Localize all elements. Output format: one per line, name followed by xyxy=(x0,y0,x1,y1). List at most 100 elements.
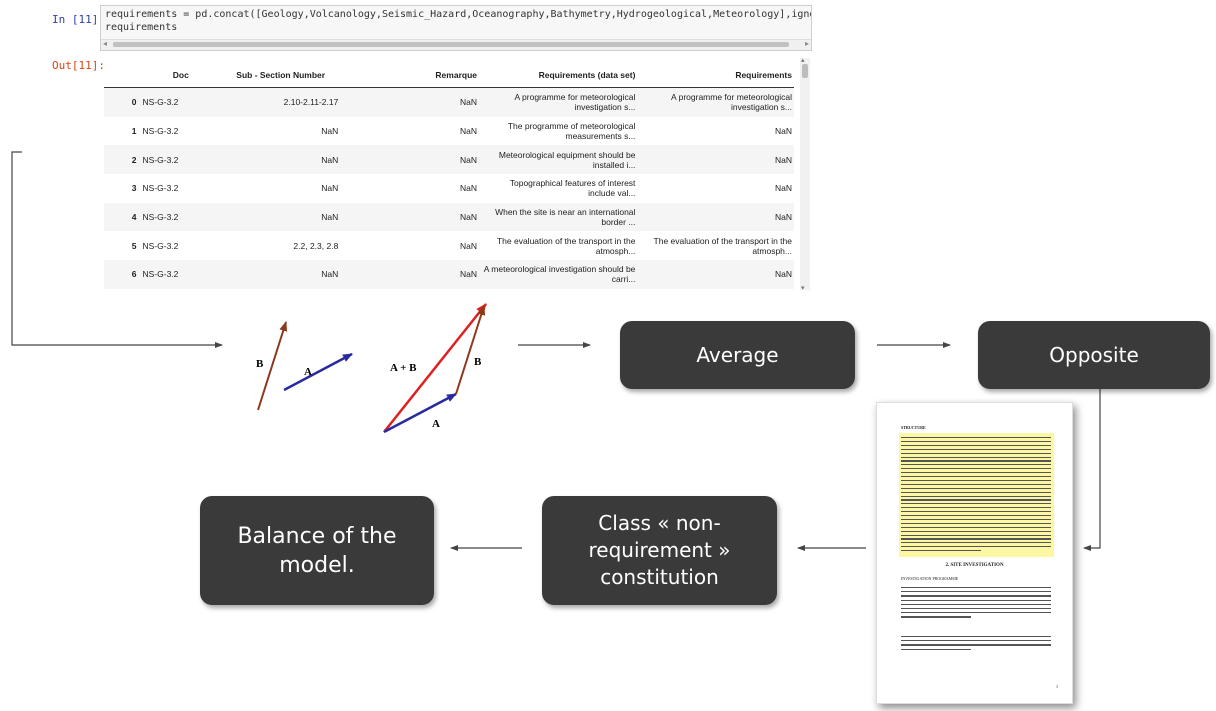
average-step: Average xyxy=(620,321,855,389)
arrow-opposite-to-document xyxy=(1083,389,1101,551)
cell-sub-section: NaN xyxy=(321,154,339,165)
document-text-line xyxy=(901,546,1051,548)
cell-doc: NS-G-3.2 xyxy=(142,240,179,251)
document-text-line xyxy=(901,507,1051,509)
document-text-line xyxy=(901,479,1051,482)
document-text-line xyxy=(901,515,1051,517)
dataframe-output: Doc Sub - Section Number Remarque Requir… xyxy=(104,55,815,291)
cell-requirements: NaN xyxy=(774,126,792,137)
cell-requirements: The evaluation of the transport in the a… xyxy=(653,235,792,256)
class-constitution-label: Class « non- requirement » constitution xyxy=(588,511,731,589)
cell-remarque: NaN xyxy=(459,97,477,108)
cell-sub-section: NaN xyxy=(321,183,339,194)
class-constitution-step: Class « non- requirement » constitution xyxy=(542,496,777,605)
balance-step: Balance of the model. xyxy=(200,496,434,605)
column-header-requirements-data-set: Requirements (data set) xyxy=(479,63,638,88)
opposite-step: Opposite xyxy=(978,321,1210,389)
document-text-line xyxy=(901,526,1051,528)
dataframe-table: Doc Sub - Section Number Remarque Requir… xyxy=(104,63,794,289)
cell-sub-section: 2.2, 2.3, 2.8 xyxy=(293,240,339,251)
cell-requirements-data-set: Meteorological equipment should be insta… xyxy=(498,149,636,170)
row-index: 2 xyxy=(131,154,137,165)
cell-requirements: NaN xyxy=(774,212,792,223)
document-text-line xyxy=(901,644,1051,646)
label-a-left: A xyxy=(304,366,312,378)
label-b-right: B xyxy=(474,356,482,368)
row-index: 6 xyxy=(131,269,137,280)
document-text-line xyxy=(901,640,1051,642)
column-header-remarque: Remarque xyxy=(340,63,479,88)
document-text-line xyxy=(901,534,1051,536)
cell-doc: NS-G-3.2 xyxy=(142,269,179,280)
row-index: 5 xyxy=(131,240,137,251)
vector-b-right xyxy=(455,305,486,395)
document-section-title: 2. SITE INVESTIGATION xyxy=(945,563,1004,568)
cell-requirements: NaN xyxy=(774,183,792,194)
vector-addition-figure: B A A + B B A xyxy=(228,290,518,440)
cell-sub-section: NaN xyxy=(321,212,339,223)
document-text-line xyxy=(901,495,1051,497)
document-text-line xyxy=(901,599,1051,601)
scrollbar-thumb[interactable] xyxy=(802,64,808,78)
cell-requirements: A programme for meteorological investiga… xyxy=(671,92,792,113)
document-text-line xyxy=(901,648,971,650)
document-text-line xyxy=(901,608,1051,610)
document-text-line xyxy=(901,440,1051,443)
average-label: Average xyxy=(696,343,779,367)
cell-sub-section: 2.10-2.11-2.17 xyxy=(283,97,339,108)
row-index: 0 xyxy=(131,97,137,108)
cell-doc: NS-G-3.2 xyxy=(142,183,179,194)
table-row: 4 NS-G-3.2 NaN NaN When the site is near… xyxy=(104,202,794,232)
row-index: 3 xyxy=(131,183,137,194)
cell-remarque: NaN xyxy=(459,212,477,223)
document-text-line xyxy=(901,542,1051,544)
document-text-line xyxy=(901,530,1051,532)
table-row: 3 NS-G-3.2 NaN NaN Topographical feature… xyxy=(104,174,794,203)
document-text-line xyxy=(901,518,1051,521)
cell-requirements: NaN xyxy=(774,154,792,165)
balance-label: Balance of the model. xyxy=(237,523,397,578)
table-row: 2 NS-G-3.2 NaN NaN Meteorological equipm… xyxy=(104,145,794,175)
table-header-row: Doc Sub - Section Number Remarque Requir… xyxy=(104,63,794,88)
cell-doc: NS-G-3.2 xyxy=(142,154,179,165)
scrollbar-thumb[interactable] xyxy=(113,42,789,47)
cell-remarque: NaN xyxy=(459,154,477,165)
document-page-thumbnail: STRUCTURE 2. SITE INVESTIGATION INVESTIG… xyxy=(876,402,1073,704)
cell-requirements-data-set: The evaluation of the transport in the a… xyxy=(496,235,636,256)
document-text-line xyxy=(901,616,971,618)
scroll-up-icon[interactable]: ▴ xyxy=(801,57,805,64)
document-text-line xyxy=(901,603,1051,605)
opposite-label: Opposite xyxy=(1049,343,1139,367)
vector-a-left xyxy=(283,352,353,392)
code-cell[interactable]: requirements = pd.concat([Geology,Volcan… xyxy=(100,5,812,51)
cell-doc: NS-G-3.2 xyxy=(142,126,179,137)
document-text-line xyxy=(901,591,1051,593)
cell-remarque: NaN xyxy=(459,183,477,194)
document-text-line xyxy=(901,487,1051,489)
vector-sum xyxy=(383,303,487,433)
cell-requirements-data-set: Topographical features of interest inclu… xyxy=(509,178,636,199)
horizontal-scrollbar[interactable]: ◂ ▸ xyxy=(101,39,811,50)
document-page-number: 3 xyxy=(1056,684,1058,689)
code-line-1: requirements = pd.concat([Geology,Volcan… xyxy=(105,9,812,20)
table-row: 5 NS-G-3.2 2.2, 2.3, 2.8 NaN The evaluat… xyxy=(104,231,794,260)
scroll-left-icon[interactable]: ◂ xyxy=(103,39,108,48)
cell-remarque: NaN xyxy=(459,269,477,280)
cell-doc: NS-G-3.2 xyxy=(142,97,179,108)
document-heading: STRUCTURE xyxy=(901,425,926,430)
scroll-down-icon[interactable]: ▾ xyxy=(801,285,805,292)
label-a-right: A xyxy=(432,418,440,430)
document-subheading: INVESTIGATION PROGRAMME xyxy=(901,576,959,581)
document-text-line xyxy=(901,636,1051,638)
cell-doc: NS-G-3.2 xyxy=(142,212,179,223)
document-text-line xyxy=(901,612,1051,614)
table-row: 6 NS-G-3.2 NaN NaN A meteorological inve… xyxy=(104,260,794,289)
document-text-line xyxy=(901,444,1051,446)
cell-requirements-data-set: The programme of meteorological measurem… xyxy=(507,121,636,142)
table-row: 0 NS-G-3.2 2.10-2.11-2.17 NaN A programm… xyxy=(104,87,794,117)
cell-requirements: NaN xyxy=(774,269,792,280)
scroll-right-icon[interactable]: ▸ xyxy=(804,39,809,48)
vertical-scrollbar[interactable]: ▴ ▾ xyxy=(800,57,810,292)
row-index: 4 xyxy=(131,212,137,223)
